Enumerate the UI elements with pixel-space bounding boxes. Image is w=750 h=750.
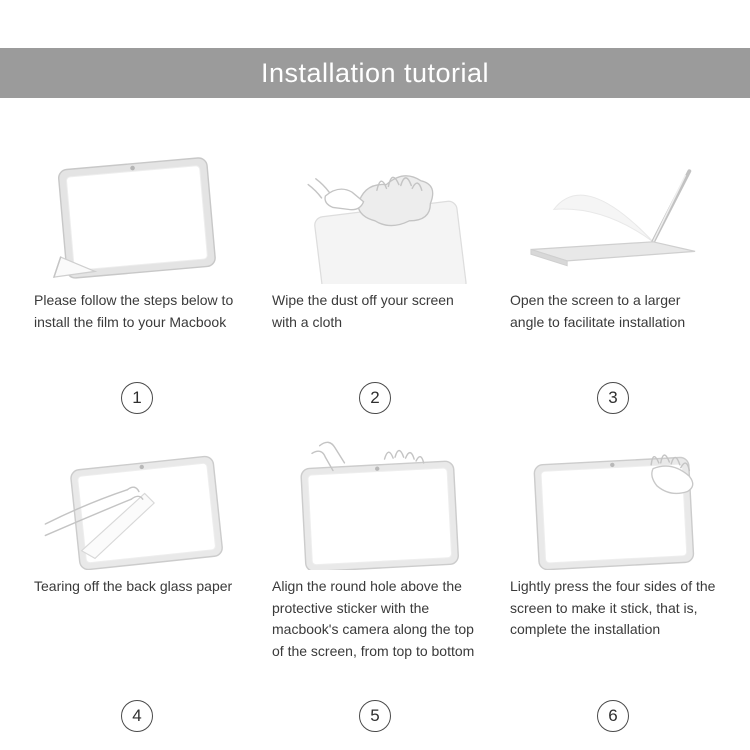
step-number-badge: 2	[359, 382, 391, 414]
press-four-sides-icon	[508, 436, 718, 570]
step-cell-4: Tearing off the back glass paper 4	[26, 436, 248, 736]
step-caption: Align the round hole above the protectiv…	[272, 578, 475, 660]
step-number-badge: 6	[597, 700, 629, 732]
step-cell-5: Align the round hole above the protectiv…	[264, 436, 486, 736]
step-cell-2: Wipe the dust off your screen with a clo…	[264, 150, 486, 418]
step-cell-6: Lightly press the four sides of the scre…	[502, 436, 724, 736]
step-number: 6	[502, 700, 724, 736]
open-laptop-screen-icon	[508, 150, 718, 284]
step-number-badge: 3	[597, 382, 629, 414]
step-caption: Wipe the dust off your screen with a clo…	[272, 292, 454, 330]
step-number: 3	[502, 382, 724, 418]
steps-row-2: Tearing off the back glass paper 4	[0, 436, 750, 736]
step-caption: Lightly press the four sides of the scre…	[510, 578, 716, 638]
film-peel-corner-icon	[32, 150, 242, 284]
steps-row-1: Please follow the steps below to install…	[0, 150, 750, 418]
step-number: 5	[264, 700, 486, 736]
step-cell-1: Please follow the steps below to install…	[26, 150, 248, 418]
step-caption: Tearing off the back glass paper	[34, 578, 233, 594]
header-banner: Installation tutorial	[0, 48, 750, 98]
step-cell-3: Open the screen to a larger angle to fac…	[502, 150, 724, 418]
steps-grid: Please follow the steps below to install…	[0, 128, 750, 736]
wipe-cloth-hands-icon	[270, 150, 480, 284]
align-camera-hole-icon	[270, 436, 480, 570]
step-caption: Open the screen to a larger angle to fac…	[510, 292, 686, 330]
step-number-badge: 4	[121, 700, 153, 732]
tear-backing-paper-icon	[32, 436, 242, 570]
step-caption: Please follow the steps below to install…	[34, 292, 234, 330]
step-number-badge: 5	[359, 700, 391, 732]
step-number: 4	[26, 700, 248, 736]
step-number: 2	[264, 382, 486, 418]
page-title: Installation tutorial	[260, 57, 490, 88]
step-number: 1	[26, 382, 248, 418]
step-number-badge: 1	[121, 382, 153, 414]
